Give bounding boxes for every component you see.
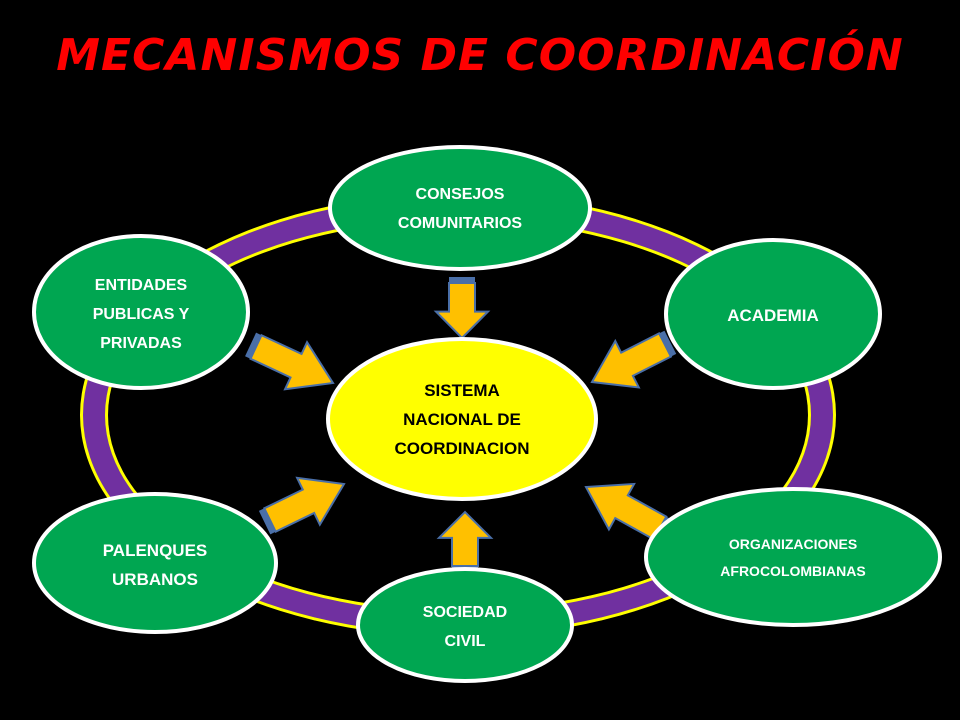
node-shape bbox=[644, 487, 942, 627]
node-label-line: COMUNITARIOS bbox=[398, 215, 522, 232]
arrow-body bbox=[262, 476, 346, 534]
node-label-line: ENTIDADES bbox=[95, 277, 188, 294]
arrow-body bbox=[249, 333, 335, 391]
node-label-line: CONSEJOS bbox=[416, 186, 505, 203]
node-organizaciones-afrocolombianas: ORGANIZACIONES AFROCOLOMBIANAS bbox=[644, 487, 942, 627]
node-label-line: AFROCOLOMBIANAS bbox=[720, 563, 865, 579]
arrow-body bbox=[433, 282, 491, 340]
arrow-down-right-icon bbox=[245, 332, 335, 391]
arrow-tail-cap bbox=[659, 330, 677, 357]
center-node-line: NACIONAL DE bbox=[403, 410, 521, 429]
node-label-line: CIVIL bbox=[445, 633, 486, 650]
node-label-line: ACADEMIA bbox=[727, 306, 819, 325]
node-shape bbox=[32, 492, 278, 634]
arrow-down-icon bbox=[433, 277, 491, 340]
node-label-line: SOCIEDAD bbox=[423, 604, 507, 621]
node-label-line: PALENQUES bbox=[103, 541, 208, 560]
node-label-line: URBANOS bbox=[112, 570, 198, 589]
arrow-up-right-icon bbox=[258, 476, 346, 535]
slide-title: MECANISMOS DE COORDINACIÓN bbox=[56, 30, 904, 81]
node-label-line: PRIVADAS bbox=[100, 335, 182, 352]
node-label-line: PUBLICAS Y bbox=[93, 306, 190, 323]
node-shape bbox=[356, 567, 574, 683]
arrow-tail-cap bbox=[245, 332, 262, 359]
center-node: SISTEMA NACIONAL DE COORDINACION bbox=[326, 337, 598, 501]
arrow-down-left-icon bbox=[590, 330, 677, 389]
node-palenques-urbanos: PALENQUES URBANOS bbox=[32, 492, 278, 634]
node-consejos-comunitarios: CONSEJOS COMUNITARIOS bbox=[328, 145, 592, 271]
node-sociedad-civil: SOCIEDAD CIVIL bbox=[356, 567, 574, 683]
node-label-line: ORGANIZACIONES bbox=[729, 536, 857, 552]
node-shape bbox=[328, 145, 592, 271]
node-entidades-publicas-y-privadas: ENTIDADES PUBLICAS Y PRIVADAS bbox=[32, 234, 250, 390]
arrow-tail-cap bbox=[449, 277, 475, 283]
arrow-body bbox=[590, 332, 673, 389]
center-node-line: SISTEMA bbox=[424, 381, 500, 400]
arrow-tail-cap bbox=[258, 508, 276, 535]
node-shape bbox=[32, 234, 250, 390]
node-shape bbox=[664, 238, 882, 390]
arrows bbox=[245, 277, 677, 572]
center-node-line: COORDINACION bbox=[394, 439, 529, 458]
arrow-body bbox=[584, 482, 668, 541]
center-node-shape bbox=[326, 337, 598, 501]
arrow-body bbox=[436, 510, 494, 567]
node-academia: ACADEMIA bbox=[664, 238, 882, 390]
